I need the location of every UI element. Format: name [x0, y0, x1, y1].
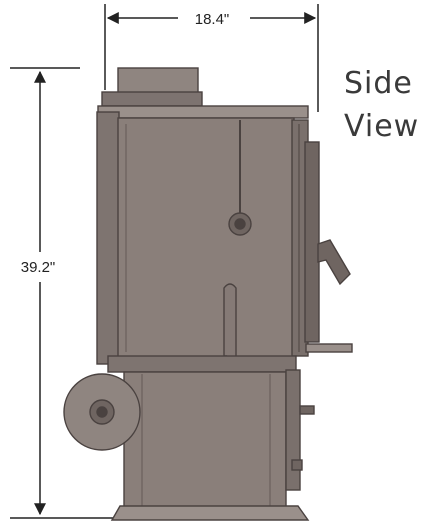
width-dimension: 18.4": [104, 4, 319, 112]
flue-collar: [117, 67, 199, 95]
ash-pan-foot: [291, 459, 303, 471]
ash-pan-front: [285, 369, 301, 491]
air-control-knob-center: [234, 218, 246, 230]
ash-pan-knob: [299, 405, 315, 415]
door-front: [304, 141, 320, 343]
ash-shelf-rod: [305, 343, 353, 353]
view-label-line1: Side: [344, 66, 413, 101]
base-plate: [110, 505, 310, 521]
rear-heat-shield: [96, 111, 120, 365]
view-label-line2: View: [344, 109, 419, 144]
width-label: 18.4": [195, 11, 230, 28]
pedestal: [123, 371, 287, 509]
flue-collar-band: [101, 91, 203, 107]
firebox-bottom-ledge: [107, 355, 297, 373]
view-label: Side View: [344, 66, 419, 144]
height-dimension: 39.2": [10, 67, 115, 519]
blower-hub-center: [96, 406, 108, 418]
top-plate: [97, 105, 309, 119]
door-handle: [317, 239, 351, 286]
firebox-side-panel: [117, 117, 295, 359]
height-label: 39.2": [21, 259, 56, 276]
stove-illustration: [63, 67, 353, 521]
